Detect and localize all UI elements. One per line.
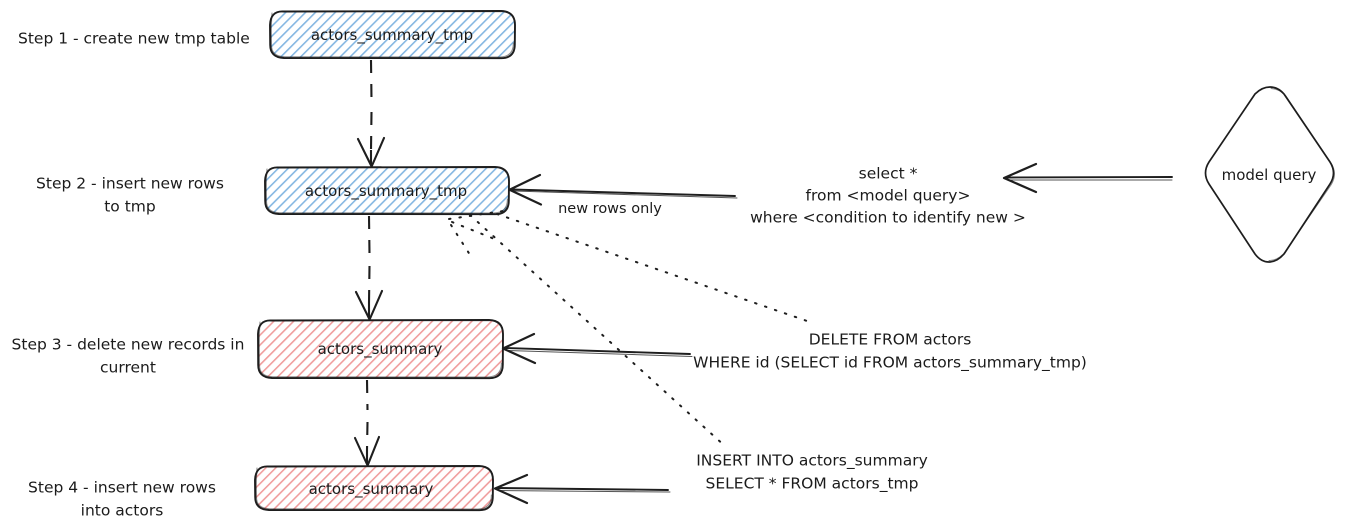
node-tmp-1-label: actors_summary_tmp [311,26,473,45]
step-4-label-line-1: Step 4 - insert new rows [28,479,216,497]
step-1-label-line-1: Step 1 - create new tmp table [18,30,250,48]
sql-insert-line-1: INSERT INTO actors_summary [696,452,928,471]
step-3-label-line-1: Step 3 - delete new records in [12,336,245,354]
flow-arrow-1-to-2 [356,59,386,168]
step-1-label: Step 1 - create new tmp table [18,30,250,48]
sql-delete-line-1: DELETE FROM actors [809,331,972,349]
node-summary-2[interactable]: actors_summary [254,465,494,512]
sql-insert-block: INSERT INTO actors_summary SELECT * FROM… [696,452,928,494]
edge-insert-to-summary [493,473,671,505]
edge-label-new-rows-only: new rows only [558,201,662,217]
node-summary-1[interactable]: actors_summary [257,319,504,380]
node-summary-1-label: actors_summary [318,340,443,359]
step-4-label: Step 4 - insert new rows into actors [28,479,216,520]
edge-model-query-to-select [1002,162,1173,194]
step-3-label-line-2: current [100,359,156,377]
step-2-label-line-2: to tmp [104,198,156,216]
sql-select-block: select * from <model query> where <condi… [750,165,1026,227]
node-tmp-2-label: actors_summary_tmp [305,182,467,201]
flow-arrow-3-to-4 [353,379,381,467]
node-tmp-1[interactable]: actors_summary_tmp [269,10,516,60]
step-4-label-line-2: into actors [81,502,164,520]
sql-select-line-2: from <model query> [806,187,971,205]
dotted-reference-lines [448,209,811,448]
flow-arrow-2-to-3 [354,215,384,321]
sql-delete-block: DELETE FROM actors WHERE id (SELECT id F… [693,331,1087,373]
node-tmp-2[interactable]: actors_summary_tmp [264,166,510,216]
step-2-label-line-1: Step 2 - insert new rows [36,175,224,193]
step-2-label: Step 2 - insert new rows to tmp [36,175,224,216]
step-3-label: Step 3 - delete new records in current [12,336,245,377]
sql-select-line-1: select * [859,165,918,183]
sql-insert-line-2: SELECT * FROM actors_tmp [706,475,919,494]
sql-select-line-3: where <condition to identify new > [750,209,1026,227]
edge-new-rows-only: new rows only [508,173,738,217]
node-model-query[interactable]: model query [1204,86,1335,263]
node-summary-2-label: actors_summary [309,480,434,499]
sql-delete-line-2: WHERE id (SELECT id FROM actors_summary_… [693,354,1087,373]
edge-delete-to-summary [501,332,693,365]
node-model-query-label: model query [1222,166,1317,184]
